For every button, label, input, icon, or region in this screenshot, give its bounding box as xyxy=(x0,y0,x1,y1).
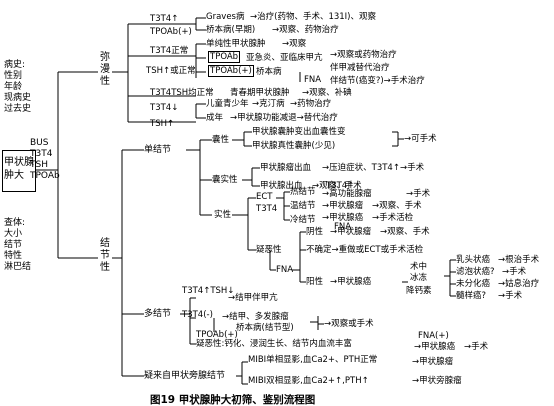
d4-children-outcome: →药物治疗 xyxy=(290,99,332,109)
multi-b-tag-2: TPOAb(+) xyxy=(196,330,238,340)
d2-subacute-outcome: →观察或药物治疗 xyxy=(330,50,397,60)
follicular-outcome: →手术 xyxy=(502,267,527,277)
fna: FNA xyxy=(276,265,294,275)
d2-hashimoto: 桥本病 xyxy=(256,67,282,77)
cystic-a: 甲状腺囊肿变出血囊性变 xyxy=(252,127,346,137)
d2-hashimoto-hypo: 伴甲减替代治疗 xyxy=(330,63,390,73)
multi-c: 疑恶性:钙化、浸润生长、结节内血流丰富 xyxy=(196,339,352,349)
frozen: 冰冻 xyxy=(410,273,428,283)
d1-condition: T3T4↑ xyxy=(150,14,179,24)
positive-outcome: →甲状腺癌 xyxy=(330,277,372,287)
figure-caption: 图19 甲状腺肿大初筛、鉴别流程图 xyxy=(150,394,316,406)
mixed-b: 甲状腺出血 xyxy=(260,181,303,191)
exam-label: 查体: 大小 结节 特性 淋巴结 xyxy=(4,218,32,272)
parathyroid-a-outcome: →甲状腺瘤 xyxy=(412,357,454,367)
papillary-outcome: →根治手术 xyxy=(498,255,540,265)
mixed-a-outcome: →压迫症状、T3T4↑→手术 xyxy=(322,163,425,173)
solid: 实性 xyxy=(214,210,232,220)
cystic: 囊性 xyxy=(212,135,230,145)
hot-tag: T3T4↑ xyxy=(326,181,355,191)
multi-a: →结甲伴甲亢 xyxy=(228,293,278,303)
hot-outcome-2: →手术 xyxy=(406,189,431,199)
cystic-outcome: →可手术 xyxy=(404,134,437,144)
root-node-label: 甲状腺 肿大 xyxy=(4,157,34,181)
hot-nodule: 热结节 xyxy=(290,187,316,197)
negative: 阴性 xyxy=(306,227,324,237)
d2-hashimoto-nodule: 伴结节(癌变?)→手术治疗 xyxy=(330,76,425,86)
warm-outcome: →甲状腺瘤 xyxy=(322,201,364,211)
intraop: 术中 xyxy=(410,262,428,272)
parathyroid-title: 疑来自甲状旁腺结节 xyxy=(144,371,226,381)
d1-condition-2: TPOAb(+) xyxy=(150,27,192,37)
multi-b1: →结甲、多发腺瘤 xyxy=(222,312,289,322)
parathyroid-b: MIBI双相显影,血Ca2+↑,PTH↑ xyxy=(248,376,369,386)
medullary: 髓样癌? xyxy=(456,291,487,301)
hot-outcome: →高功能腺瘤 xyxy=(322,189,372,199)
parathyroid-a: MIBI单相显影,血Ca2+、PTH正常 xyxy=(248,355,378,365)
d2-simple-goiter: 单纯性甲状腺肿 xyxy=(206,39,266,49)
d1-hashimoto-outcome: →观察、药物治疗 xyxy=(272,25,339,35)
root-node-box xyxy=(2,150,36,192)
history-label: 病史: 性别 年龄 现病史 过去史 xyxy=(4,60,32,114)
multi-b-tag: T3T4(-) xyxy=(182,310,213,320)
d1-graves: Graves病 xyxy=(206,12,245,22)
nodular-node: 结节性 xyxy=(100,238,110,273)
d2-condition: T3T4正常 xyxy=(150,46,189,56)
d4-condition: T3T4↓ xyxy=(150,103,179,113)
follicular: 滤泡状癌? xyxy=(456,267,495,277)
d1-hashimoto: 桥本病(早期) xyxy=(206,25,256,35)
d4-condition-2: TSH↑ xyxy=(150,119,175,129)
cold-outcome-2: →手术活检 xyxy=(372,213,414,223)
d1-graves-outcome: →治疗(药物、手术、131I)、观察 xyxy=(250,12,376,22)
mixed: 囊实性 xyxy=(212,175,238,185)
d4-adult-outcome: →甲状腺功能减退→替代治疗 xyxy=(230,113,338,123)
fna-mid: FNA xyxy=(334,222,352,232)
d4-cretinism: →克汀病 xyxy=(252,99,285,109)
cold-nodule: 冷结节 xyxy=(290,215,316,225)
d3-outcome: →观察、补碘 xyxy=(302,88,352,98)
uncertain: 不确定→重做或ECT或手术活检 xyxy=(306,245,424,255)
t3t4-label: T3T4 xyxy=(256,204,278,214)
warm-outcome-2: →观察、手术 xyxy=(372,201,422,211)
anaplastic-outcome: →姑息治疗 xyxy=(498,279,540,289)
multi-c-outcome: →甲状腺癌 xyxy=(414,342,456,352)
d2-simple-goiter-outcome: →观察 xyxy=(282,39,307,49)
diffuse-node: 弥漫性 xyxy=(100,52,110,87)
multi-a-tag: T3T4↑TSH↓ xyxy=(182,286,235,296)
d2-subacute: 亚急炎、亚临床甲亢 xyxy=(246,53,323,63)
multi-b-outcome: →观察或手术 xyxy=(324,319,374,329)
anaplastic: 未分化癌 xyxy=(456,279,491,289)
suspicious: 疑恶性 xyxy=(256,245,282,255)
multi-c-tag: FNA(+) xyxy=(418,331,449,341)
negative-outcome: →甲状腺瘤 xyxy=(330,227,372,237)
ect: ECT xyxy=(256,192,273,202)
d2-tpoab-positive-tag: TPOAb(+) xyxy=(208,65,254,77)
single-nodule: 单结节 xyxy=(144,145,172,155)
multi-b2: 桥本病(结节型) xyxy=(236,323,294,333)
d3-adolescent-goiter: 青春期甲状腺肿 xyxy=(230,88,290,98)
d2-tpoab-tag: TPOAb xyxy=(208,51,241,63)
warm-nodule: 温结节 xyxy=(290,201,316,211)
mixed-b-outcome: →观察、手术 xyxy=(312,181,362,191)
papillary: 乳头状癌 xyxy=(456,255,491,265)
d4-adult: 成年 xyxy=(206,113,224,123)
d2-fna: FNA xyxy=(304,75,322,85)
multi-c-outcome-2: →手术 xyxy=(464,342,489,352)
positive: 阳性 xyxy=(306,277,324,287)
d4-children: 儿童青少年 xyxy=(206,99,249,109)
calcitonin: 降钙素 xyxy=(406,286,432,296)
mixed-a: 甲状腺瘤出血 xyxy=(260,163,312,173)
cold-outcome: →甲状腺癌 xyxy=(322,213,364,223)
d2-condition-2: TSH↑或正常 xyxy=(146,66,196,76)
tests-label: BUS T3T4 TSH TPOAb xyxy=(30,138,60,181)
cystic-b: 甲状腺真性囊肿(少见) xyxy=(252,141,336,151)
negative-outcome-2: →观察、手术 xyxy=(380,227,430,237)
multi-nodule: 多结节 xyxy=(144,309,172,319)
medullary-outcome: →手术 xyxy=(498,291,523,301)
d3-condition: T3T4TSH均正常 xyxy=(150,88,214,98)
parathyroid-b-outcome: →甲状旁腺瘤 xyxy=(412,376,462,386)
